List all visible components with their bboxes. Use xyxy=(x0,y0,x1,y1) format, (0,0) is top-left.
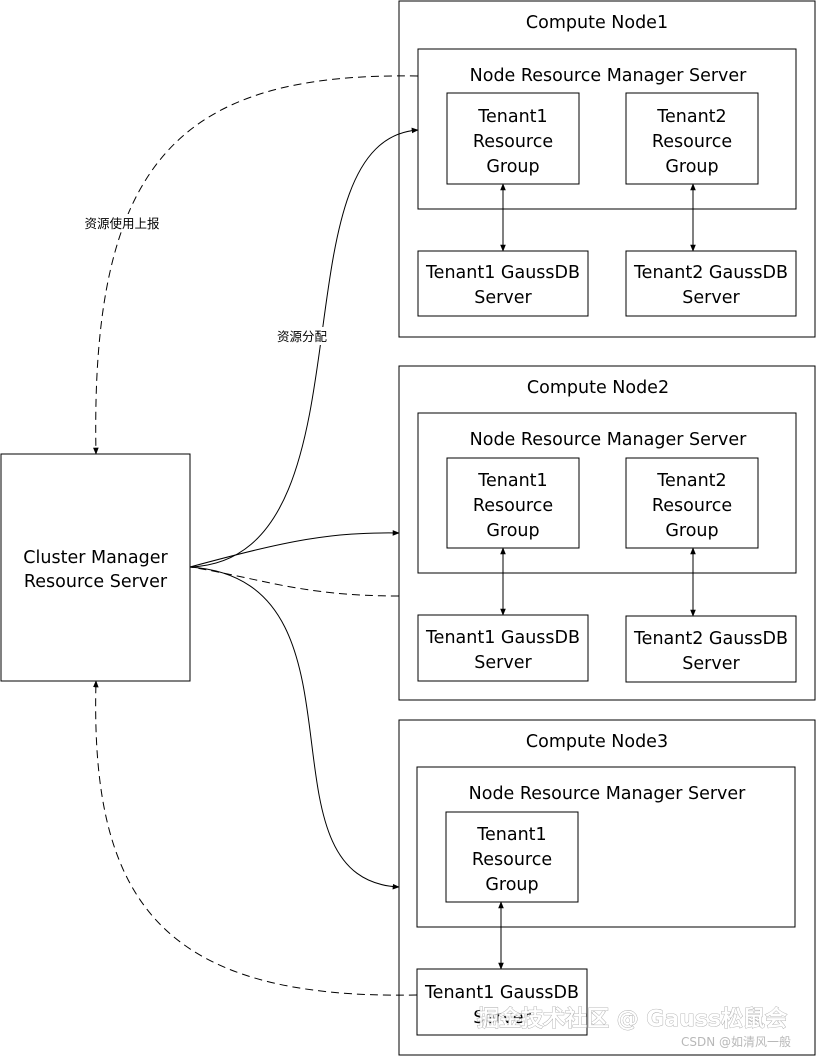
allocate-edge-node3 xyxy=(189,566,400,890)
report-label-bg xyxy=(80,214,162,232)
report-edge-node2 xyxy=(189,566,400,597)
node-2-tenant2-resource-group[interactable]: Tenant2 Resource Group xyxy=(625,457,759,549)
server-label-line2: Server xyxy=(682,288,740,308)
group-label-line2: Resource xyxy=(472,850,552,870)
node-1-tenant2-gaussdb-server[interactable]: Tenant2 GaussDB Server xyxy=(625,250,797,317)
report-edge-node3 xyxy=(93,680,418,996)
group-label-line3: Group xyxy=(665,521,718,541)
node-2-tenant1-resource-group[interactable]: Tenant1 Resource Group xyxy=(446,457,580,549)
cluster-manager-label-line1: Cluster Manager xyxy=(23,548,168,568)
group-label-line1: Tenant1 xyxy=(477,471,547,491)
report-edge-label: 资源使用上报 xyxy=(84,216,160,231)
node-3-tenant1-resource-group[interactable]: Tenant1 Resource Group xyxy=(445,811,579,903)
group-label-line2: Resource xyxy=(473,496,553,516)
group-label-line2: Resource xyxy=(652,132,732,152)
node-2-tenant1-gaussdb-server[interactable]: Tenant1 GaussDB Server xyxy=(417,614,589,682)
compute-node-3-title: Compute Node3 xyxy=(526,732,668,752)
group-label-line1: Tenant2 xyxy=(656,107,726,127)
node-1-tenant1-resource-group[interactable]: Tenant1 Resource Group xyxy=(446,92,580,185)
group-label-line3: Group xyxy=(485,875,538,895)
allocate-edge-node1 xyxy=(189,127,419,568)
report-edge-node1 xyxy=(93,75,419,455)
allocate-label-bg xyxy=(272,327,332,345)
server-label-line1: Tenant1 GaussDB xyxy=(425,263,580,283)
node-2-tenant2-gaussdb-server[interactable]: Tenant2 GaussDB Server xyxy=(625,615,797,683)
server-label-line1: Tenant1 GaussDB xyxy=(425,628,580,648)
server-label-line2: Server xyxy=(473,1008,531,1028)
node-1-tenant1-gaussdb-server[interactable]: Tenant1 GaussDB Server xyxy=(417,250,589,317)
group-label-line1: Tenant1 xyxy=(477,107,547,127)
compute-node-1[interactable]: Compute Node1 Node Resource Manager Serv… xyxy=(398,0,816,338)
server-label-line2: Server xyxy=(682,654,740,674)
group-label-line3: Group xyxy=(486,521,539,541)
group-label-line3: Group xyxy=(665,157,718,177)
allocate-edge-label: 资源分配 xyxy=(277,329,328,344)
node-1-tenant2-resource-group[interactable]: Tenant2 Resource Group xyxy=(625,92,759,185)
cluster-manager-label-line2: Resource Server xyxy=(24,572,168,592)
node-1-resource-manager-label: Node Resource Manager Server xyxy=(470,66,748,86)
server-label-line2: Server xyxy=(474,288,532,308)
watermark-main: 掘金技术社区 @ Gauss松鼠会 xyxy=(477,1006,787,1032)
allocate-edge-node2 xyxy=(189,530,400,568)
group-label-line2: Resource xyxy=(652,496,732,516)
group-label-line1: Tenant1 xyxy=(476,825,546,845)
cluster-manager-box[interactable]: Cluster Manager Resource Server xyxy=(0,453,191,682)
group-label-line2: Resource xyxy=(473,132,553,152)
compute-node-1-title: Compute Node1 xyxy=(526,13,668,33)
node-2-resource-manager-label: Node Resource Manager Server xyxy=(470,430,748,450)
group-label-line3: Group xyxy=(486,157,539,177)
server-label-line1: Tenant2 GaussDB xyxy=(633,629,788,649)
group-label-line1: Tenant2 xyxy=(656,471,726,491)
node-3-resource-manager-label: Node Resource Manager Server xyxy=(469,784,747,804)
compute-node-3[interactable]: Compute Node3 Node Resource Manager Serv… xyxy=(398,719,816,1056)
server-label-line1: Tenant2 GaussDB xyxy=(633,263,788,283)
node-3-tenant1-gaussdb-server[interactable]: Tenant1 GaussDB Server xyxy=(416,968,588,1036)
compute-node-2[interactable]: Compute Node2 Node Resource Manager Serv… xyxy=(398,365,816,701)
compute-node-2-title: Compute Node2 xyxy=(527,378,669,398)
watermark-sub: CSDN @如清风一般 xyxy=(681,1034,791,1049)
server-label-line1: Tenant1 GaussDB xyxy=(424,983,579,1003)
server-label-line2: Server xyxy=(474,653,532,673)
